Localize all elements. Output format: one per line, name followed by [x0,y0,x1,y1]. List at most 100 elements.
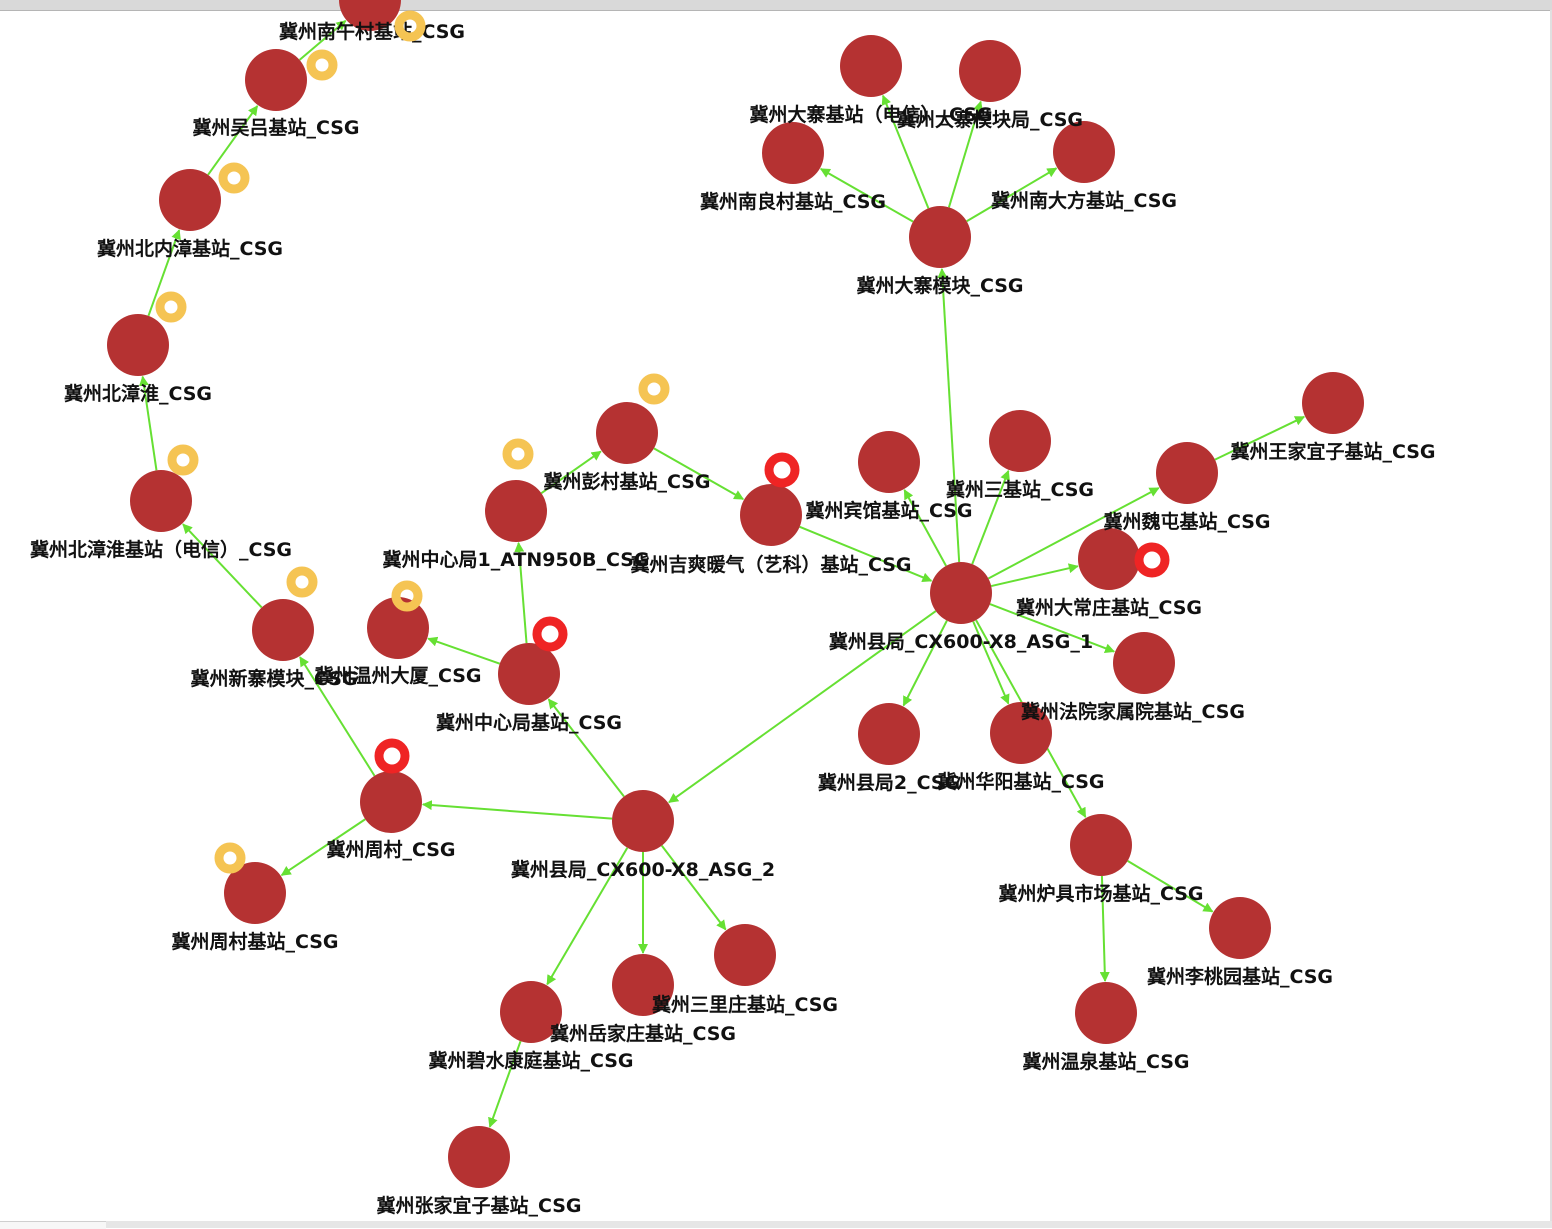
node-label-n_dachang[interactable]: 冀州大常庄基站_CSG [1016,596,1202,619]
edge-n_pengcun-to-n_jishuang [653,447,745,501]
network-node-n_asg1[interactable] [930,562,992,624]
critical-alarm-icon-n_zhongxin_bs[interactable] [532,616,568,652]
node-label-n_nanwucun[interactable]: 冀州南午村基站_CSG [279,20,465,43]
minor-alarm-icon-n_beizhanghuai[interactable] [155,291,187,323]
network-node-n_wangjia[interactable] [1302,372,1364,434]
node-label-n_zhoucun[interactable]: 冀州周村_CSG [326,838,455,861]
network-node-n_asg2[interactable] [612,790,674,852]
node-label-n_dazhai_mkj[interactable]: 冀州大寨模块局_CSG [897,108,1083,131]
network-node-n_nanliang[interactable] [762,122,824,184]
edge-n_beineizhang-to-n_wulv [207,105,259,176]
node-label-n_binguan[interactable]: 冀州宾馆基站_CSG [805,499,972,522]
network-node-n_dazhai_mkj[interactable] [959,40,1021,102]
edge-n_bishui-to-n_zhangjia [488,1040,522,1128]
network-node-n_luju[interactable] [1070,814,1132,876]
network-node-n_xianju2[interactable] [858,703,920,765]
edge-n_wulv-to-n_nanwucun [298,19,347,61]
minor-alarm-icon-n_xinzhai[interactable] [286,566,318,598]
minor-alarm-icon-n_beineizhang[interactable] [218,162,250,194]
edge-n_beizhanghuai_dx-to-n_beizhanghuai [139,375,158,471]
network-node-n_weitun[interactable] [1156,442,1218,504]
node-label-n_wenzhou[interactable]: 冀州温州大厦_CSG [314,664,481,687]
network-node-n_xinzhai[interactable] [252,599,314,661]
network-node-n_huayang[interactable] [990,702,1052,764]
network-node-n_pengcun[interactable] [596,402,658,464]
edge-n_asg1-to-n_binguan [903,489,947,567]
node-label-n_pengcun[interactable]: 冀州彭村基站_CSG [543,470,710,493]
edge-n_asg1-to-n_fayuan [989,603,1116,654]
network-node-n_wulv[interactable] [245,49,307,111]
node-label-n_wulv[interactable]: 冀州吴吕基站_CSG [192,116,359,139]
network-node-n_zhoucun[interactable] [360,771,422,833]
node-label-n_weitun[interactable]: 冀州魏屯基站_CSG [1103,510,1270,533]
node-label-n_beizhanghuai_dx[interactable]: 冀州北漳淮基站（电信）_CSG [30,538,292,561]
network-node-n_jishuang[interactable] [740,484,802,546]
network-node-n_wenzhou[interactable] [367,597,429,659]
edge-n_zhoucun-to-n_xinzhai [299,656,376,777]
network-node-n_zhoucun_bs[interactable] [224,862,286,924]
critical-alarm-icon-n_jishuang[interactable] [764,452,800,488]
node-label-n_xinzhai[interactable]: 冀州新寨模块_CSG [190,667,357,690]
node-label-n_fayuan[interactable]: 冀州法院家属院基站_CSG [1021,700,1245,723]
node-label-n_beineizhang[interactable]: 冀州北内漳基站_CSG [97,237,283,260]
node-label-n_jishuang[interactable]: 冀州吉爽暖气（艺科）基站_CSG [630,553,911,576]
horizontal-scrollbar-thumb[interactable] [0,1221,106,1229]
critical-alarm-icon-n_zhoucun[interactable] [374,738,410,774]
node-label-n_zhoucun_bs[interactable]: 冀州周村基站_CSG [171,930,338,953]
edge-n_asg2-to-n_sanli [660,845,727,931]
network-node-n_fayuan[interactable] [1113,632,1175,694]
node-label-n_asg2[interactable]: 冀州县局_CX600-X8_ASG_2 [511,858,775,881]
edge-n_asg2-to-n_zhongxin_bs [547,698,625,798]
network-node-n_yuejia[interactable] [612,954,674,1016]
node-label-n_nandafang[interactable]: 冀州南大方基站_CSG [991,189,1177,212]
minor-alarm-icon-n_wenzhou[interactable] [391,580,423,612]
node-label-n_zhongxin_bs[interactable]: 冀州中心局基站_CSG [436,711,622,734]
network-node-n_litao[interactable] [1209,897,1271,959]
edge-n_zhoucun-to-n_zhoucun_bs [280,818,366,877]
network-node-n_beizhanghuai_dx[interactable] [130,470,192,532]
node-label-n_asg1[interactable]: 冀州县局_CX600-X8_ASG_1 [829,630,1093,653]
node-label-n_beizhanghuai[interactable]: 冀州北漳淮_CSG [64,382,212,405]
node-label-n_sanjizhan[interactable]: 冀州三基站_CSG [946,478,1094,501]
network-node-n_bishui[interactable] [500,981,562,1043]
node-label-n_wenquan[interactable]: 冀州温泉基站_CSG [1022,1050,1189,1073]
network-node-n_beineizhang[interactable] [159,169,221,231]
minor-alarm-icon-n_zhongxin_atn[interactable] [502,438,534,470]
network-node-n_dachang[interactable] [1078,528,1140,590]
node-label-n_bishui[interactable]: 冀州碧水康庭基站_CSG [428,1049,633,1072]
edge-n_dazhai_mk-to-n_nandafang [966,167,1058,223]
edges-layer [139,19,1306,1128]
network-node-n_beizhanghuai[interactable] [107,314,169,376]
network-node-n_wenquan[interactable] [1075,982,1137,1044]
node-label-n_litao[interactable]: 冀州李桃园基站_CSG [1147,965,1333,988]
network-node-n_dazhai_mk[interactable] [909,206,971,268]
node-label-n_dazhai_dx[interactable]: 冀州大寨基站（电信）_CSG [749,103,992,126]
network-node-n_nanwucun[interactable] [339,0,401,31]
node-label-n_wangjia[interactable]: 冀州王家宜子基站_CSG [1230,440,1435,463]
minor-alarm-icon-n_beizhanghuai_dx[interactable] [167,444,199,476]
minor-alarm-icon-n_zhoucun_bs[interactable] [214,842,246,874]
node-label-n_sanli[interactable]: 冀州三里庄基站_CSG [652,993,838,1016]
critical-alarm-icon-n_dachang[interactable] [1134,542,1170,578]
node-label-n_luju[interactable]: 冀州炉具市场基站_CSG [998,882,1203,905]
node-label-n_nanliang[interactable]: 冀州南良村基站_CSG [700,190,886,213]
network-node-n_nandafang[interactable] [1053,121,1115,183]
network-node-n_zhangjia[interactable] [448,1126,510,1188]
node-label-n_xianju2[interactable]: 冀州县局2_CSG [818,771,960,794]
node-label-n_zhongxin_atn[interactable]: 冀州中心局1_ATN950B_CSG [382,548,649,571]
horizontal-scrollbar-track[interactable] [0,1221,1552,1228]
minor-alarm-icon-n_pengcun[interactable] [638,373,670,405]
minor-alarm-icon-n_nanwucun[interactable] [394,10,426,42]
node-label-n_yuejia[interactable]: 冀州岳家庄基站_CSG [550,1022,736,1045]
network-node-n_binguan[interactable] [858,431,920,493]
network-node-n_dazhai_dx[interactable] [840,35,902,97]
network-node-n_zhongxin_bs[interactable] [498,643,560,705]
network-node-n_zhongxin_atn[interactable] [485,480,547,542]
network-node-n_sanjizhan[interactable] [989,410,1051,472]
node-label-n_dazhai_mk[interactable]: 冀州大寨模块_CSG [856,274,1023,297]
minor-alarm-icon-n_wulv[interactable] [306,49,338,81]
network-node-n_sanli[interactable] [714,924,776,986]
node-label-n_huayang[interactable]: 冀州华阳基站_CSG [937,770,1104,793]
node-label-n_zhangjia[interactable]: 冀州张家宜子基站_CSG [376,1194,581,1217]
